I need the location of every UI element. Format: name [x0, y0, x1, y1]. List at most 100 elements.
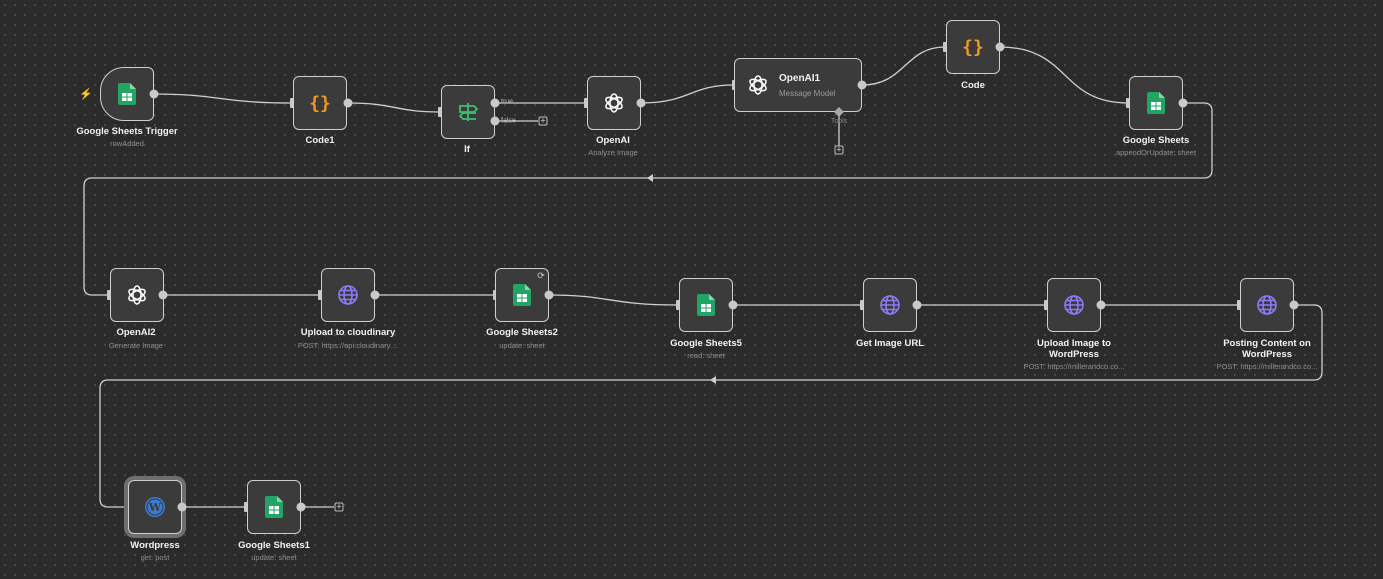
input-port[interactable]	[860, 300, 864, 310]
sheets-icon	[1147, 92, 1165, 114]
edge-gs-openai2	[83, 102, 1213, 296]
node-label: If	[464, 144, 470, 155]
globe-icon	[337, 284, 359, 306]
globe-icon	[1256, 294, 1278, 316]
node-subtitle: update: sheet	[499, 341, 545, 350]
node-label: Code	[961, 80, 985, 91]
add-tool-button[interactable]: +	[834, 144, 844, 155]
input-port[interactable]	[244, 502, 248, 512]
input-port[interactable]	[124, 502, 128, 512]
node-subtitle: POST: https://millerandco.co...	[1216, 362, 1318, 371]
sheets-icon	[513, 284, 531, 306]
edge-code1-if	[347, 102, 441, 113]
node-label: OpenAI2	[116, 327, 156, 338]
wordpress-icon: W	[144, 496, 166, 518]
input-port[interactable]	[438, 107, 442, 117]
trigger-bolt-icon: ⚡	[79, 88, 93, 101]
edge-direction-arrow	[710, 376, 716, 384]
output-port[interactable]	[1178, 98, 1188, 108]
output-port[interactable]	[296, 502, 306, 512]
node-label: Get Image URL	[855, 338, 925, 349]
node-label: Upload Image to WordPress	[1037, 338, 1111, 360]
input-port[interactable]	[290, 98, 294, 108]
node-openai[interactable]	[587, 76, 641, 130]
node-subtitle: POST: https://millerandco.co...	[1023, 362, 1125, 371]
input-port[interactable]	[318, 290, 322, 300]
output-port[interactable]	[370, 290, 380, 300]
node-label: Google Sheets1	[238, 540, 310, 551]
node-label: Wordpress	[130, 540, 180, 551]
output-port[interactable]	[343, 98, 353, 108]
node-label: OpenAI	[596, 135, 630, 146]
node-google-sheets[interactable]	[1129, 76, 1183, 130]
node-code[interactable]: {}	[946, 20, 1000, 74]
openai-icon	[126, 284, 148, 306]
input-port[interactable]	[1126, 98, 1130, 108]
node-subtitle: get: post	[140, 553, 170, 562]
code-braces-icon: {}	[962, 36, 984, 58]
output-port[interactable]	[149, 89, 159, 99]
node-google-sheets2[interactable]	[495, 268, 549, 322]
signpost-icon	[457, 101, 479, 123]
node-subtitle: Message Model	[779, 88, 836, 98]
node-label: Code1	[305, 135, 335, 146]
output-port[interactable]	[728, 300, 738, 310]
node-subtitle: update: sheet	[251, 553, 297, 562]
if-true-label: true	[501, 98, 514, 106]
code-braces-icon: {}	[309, 92, 331, 114]
input-port[interactable]	[584, 98, 588, 108]
if-false-label: false	[501, 117, 516, 125]
output-port[interactable]	[544, 290, 554, 300]
node-subtitle: Generate Image	[108, 341, 164, 350]
node-label: Google Sheets5	[670, 338, 742, 349]
if-false-port[interactable]	[490, 116, 500, 126]
input-port[interactable]	[1237, 300, 1241, 310]
node-label: Google Sheets2	[486, 327, 558, 338]
node-get-image-url[interactable]	[863, 278, 917, 332]
globe-icon	[879, 294, 901, 316]
if-true-port[interactable]	[490, 98, 500, 108]
output-port[interactable]	[857, 80, 867, 90]
node-label: Google Sheets	[1122, 135, 1190, 146]
node-google-sheets-trigger[interactable]	[100, 67, 154, 121]
globe-icon	[1063, 294, 1085, 316]
node-subtitle: POST: https://api.cloudinary....	[297, 341, 399, 350]
node-subtitle: appendOrUpdate: sheet	[1115, 148, 1197, 157]
node-google-sheets1[interactable]	[247, 480, 301, 534]
input-port[interactable]	[107, 290, 111, 300]
node-upload-to-cloudinary[interactable]	[321, 268, 375, 322]
node-label: Posting Content on WordPress	[1223, 338, 1311, 360]
node-openai1[interactable]: OpenAI1 Message Model	[734, 58, 862, 112]
output-port[interactable]	[158, 290, 168, 300]
node-posting-content-on-wordpress[interactable]	[1240, 278, 1294, 332]
svg-text:W: W	[148, 501, 162, 514]
node-google-sheets5[interactable]	[679, 278, 733, 332]
edge-openai1-code	[861, 46, 946, 86]
node-wordpress[interactable]: W	[128, 480, 182, 534]
node-if[interactable]	[441, 85, 495, 139]
edge-direction-arrow	[647, 174, 653, 182]
node-code1[interactable]: {}	[293, 76, 347, 130]
node-subtitle: Analyze Image	[588, 148, 638, 157]
node-openai2[interactable]	[110, 268, 164, 322]
input-port[interactable]	[676, 300, 680, 310]
output-port[interactable]	[1289, 300, 1299, 310]
input-port[interactable]	[1044, 300, 1048, 310]
output-port[interactable]	[995, 42, 1005, 52]
output-port[interactable]	[912, 300, 922, 310]
node-subtitle: read: sheet	[687, 351, 725, 360]
edge-postwp-wordpress	[99, 304, 1323, 508]
node-label: OpenAI1	[779, 72, 821, 84]
edge-gs2-gs5	[548, 294, 679, 306]
output-port[interactable]	[1096, 300, 1106, 310]
output-port[interactable]	[177, 502, 187, 512]
node-upload-image-to-wordpress[interactable]	[1047, 278, 1101, 332]
add-node-button[interactable]: +	[334, 501, 344, 512]
refresh-icon: ⟳	[537, 270, 545, 281]
output-port[interactable]	[636, 98, 646, 108]
node-label: Upload to cloudinary	[300, 327, 396, 338]
input-port[interactable]	[943, 42, 947, 52]
edge-code-gs	[999, 46, 1129, 104]
add-node-button[interactable]: +	[538, 115, 548, 126]
